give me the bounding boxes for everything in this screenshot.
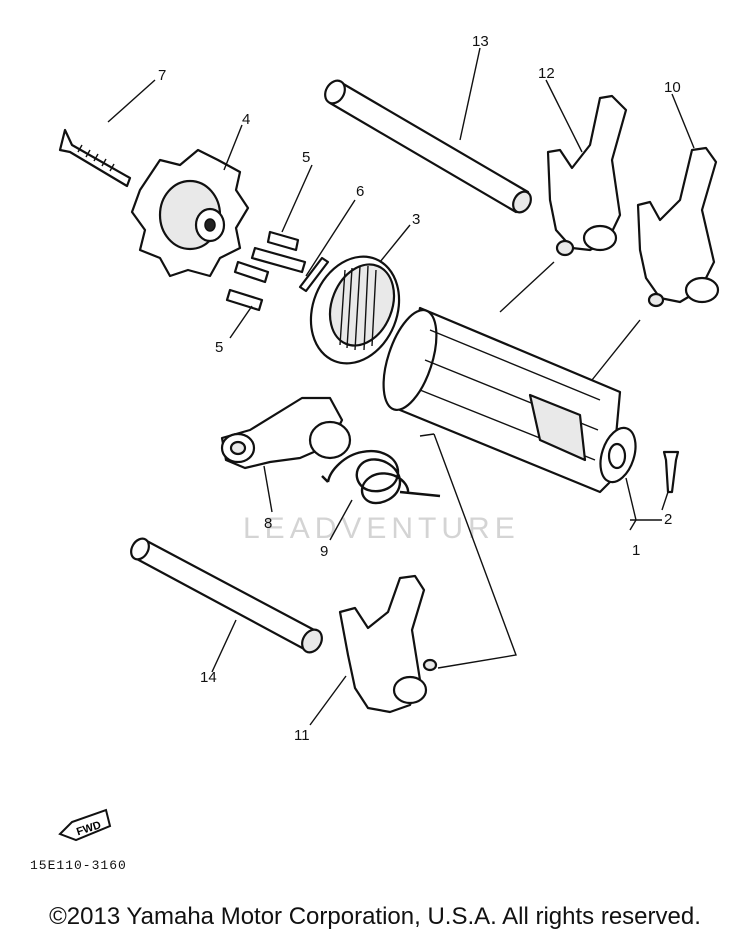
- callout-1: 1: [632, 542, 640, 559]
- callout-6: 6: [356, 183, 364, 200]
- part-1-shift-cam: [382, 306, 637, 494]
- callout-3: 3: [412, 211, 420, 228]
- part-11-shift-fork: [338, 574, 438, 714]
- part-10-shift-fork: [636, 146, 720, 308]
- callout-numbers: 1 2 3 4 5 5 6 7 8 9 10 11 12 13 14: [158, 33, 681, 744]
- part-2-screw: [662, 450, 680, 494]
- leader-lines: [107, 47, 695, 726]
- part-5-pins: [225, 230, 307, 312]
- reference-code: 15E110-3160: [30, 858, 127, 873]
- callout-2: 2: [664, 511, 672, 528]
- callout-11: 11: [294, 727, 310, 744]
- callout-5-upper: 5: [302, 149, 310, 166]
- watermark-text: LEADVENTURE: [243, 512, 520, 545]
- part-8-stopper-lever: [220, 396, 352, 470]
- callout-8: 8: [264, 515, 272, 532]
- part-13-shift-fork-shaft: [324, 79, 532, 214]
- part-12-shift-fork: [546, 94, 628, 257]
- part-7-bolt: [58, 128, 132, 188]
- callout-4: 4: [242, 111, 250, 128]
- part-14-shift-fork-shaft: [130, 537, 323, 654]
- callout-14: 14: [200, 669, 217, 686]
- callout-5-lower: 5: [215, 339, 223, 356]
- callout-9: 9: [320, 543, 328, 560]
- part-4-segment: [130, 148, 250, 278]
- callout-12: 12: [538, 65, 555, 82]
- callout-10: 10: [664, 79, 681, 96]
- callout-13: 13: [472, 33, 489, 50]
- fwd-arrow-icon: FWD: [58, 808, 112, 842]
- callout-7: 7: [158, 67, 166, 84]
- part-9-spring: [321, 449, 441, 505]
- copyright-notice: ©2013 Yamaha Motor Corporation, U.S.A. A…: [49, 903, 701, 930]
- part-3-bearing: [309, 255, 401, 365]
- part-6-pin: [298, 256, 330, 293]
